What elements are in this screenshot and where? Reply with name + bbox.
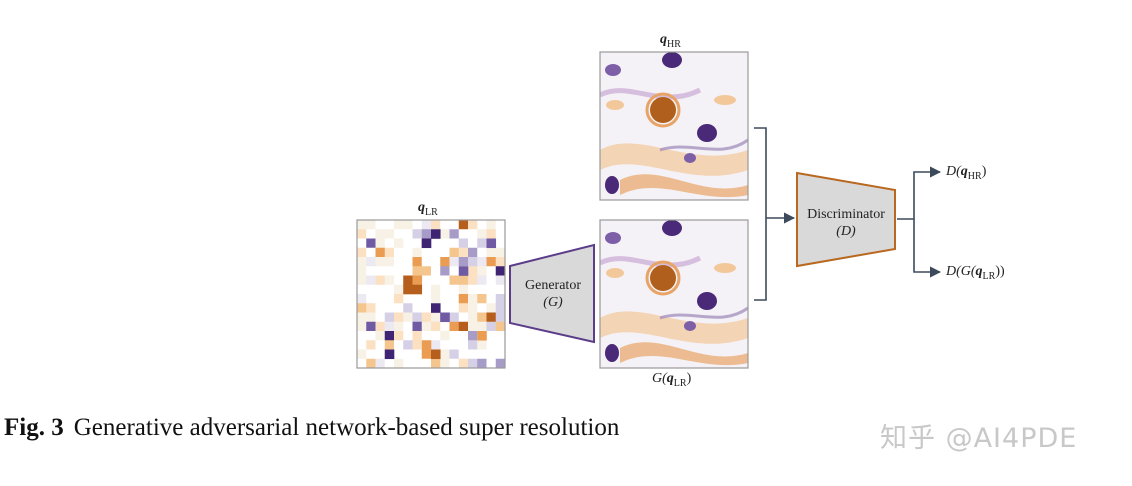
figure-caption-text: Generative adversarial network-based sup… [73, 414, 620, 441]
discriminator-output-generated: D(G(qLR)) [946, 264, 1005, 282]
high-resolution-field-image [600, 52, 748, 200]
generated-field-label: G(qLR) [652, 371, 692, 389]
figure-caption: Fig. 3 Generative adversarial network-bas… [4, 414, 619, 442]
generated-field-border [599, 219, 749, 369]
q-lr-label: qLR [418, 200, 438, 218]
discriminator-symbol: (D) [836, 224, 856, 239]
q-hr-label: qHR [660, 32, 681, 50]
arrow-to-output-hr [897, 166, 942, 220]
high-resolution-field-border [599, 51, 749, 201]
watermark: 知乎 @AI4PDE [880, 423, 1078, 454]
generator-title: Generator [525, 278, 581, 293]
input-bracket [754, 127, 767, 301]
generator-block [509, 243, 595, 344]
discriminator-block [796, 171, 896, 268]
arrow-to-output-lr [913, 219, 942, 278]
generated-field-image [600, 220, 748, 368]
generator-symbol: (G) [543, 295, 563, 310]
discriminator-title: Discriminator [807, 207, 885, 222]
low-resolution-field-image [357, 220, 506, 369]
low-resolution-field-border [356, 219, 506, 369]
discriminator-output-real: D(qHR) [946, 164, 987, 182]
figure-number: Fig. 3 [4, 414, 64, 441]
